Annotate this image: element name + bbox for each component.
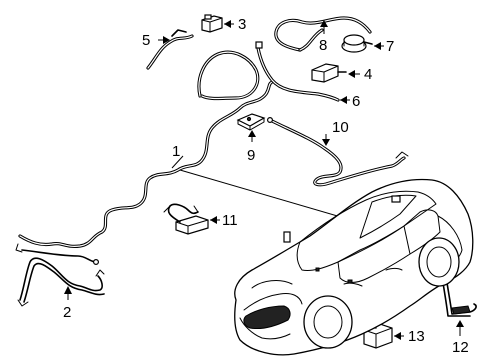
callout-5: 5 <box>142 32 150 49</box>
callout-10-arrow <box>322 139 330 146</box>
part-11-sensor <box>163 203 209 235</box>
callout-1-leader <box>171 155 184 169</box>
callout-3-arrow <box>224 20 231 28</box>
callout-4: 4 <box>364 66 372 83</box>
callout-10: 10 <box>332 119 349 136</box>
part-7-round-sensor <box>341 34 373 53</box>
part-4-module <box>311 63 347 83</box>
callout-2-arrow <box>64 286 72 294</box>
callout-7: 7 <box>386 38 394 55</box>
part-10-harness <box>267 116 409 187</box>
callout-7-arrow <box>374 42 381 50</box>
callout-5-arrow <box>163 36 170 44</box>
callout-1: 1 <box>172 143 180 160</box>
callout-3: 3 <box>238 16 246 33</box>
callout-8: 8 <box>319 37 327 54</box>
callout-8-arrow <box>320 20 328 27</box>
callout-6: 6 <box>352 93 360 110</box>
part-5-cable <box>146 29 194 70</box>
callout-11: 11 <box>222 212 238 229</box>
part-3-module <box>201 14 223 33</box>
part-8-harness <box>274 16 372 52</box>
part-9-module <box>236 113 266 131</box>
callout-9: 9 <box>247 147 255 164</box>
vehicle-illustration <box>234 178 474 356</box>
part-2-harness <box>17 257 105 307</box>
callout-12: 12 <box>452 339 469 356</box>
callout-13: 13 <box>408 328 425 345</box>
callout-13-arrow <box>394 332 401 340</box>
part-1-main-harness <box>15 80 274 266</box>
part-1-to-car-leader <box>179 169 359 223</box>
callout-4-arrow <box>348 70 355 78</box>
part-6-loop-harness <box>197 41 340 102</box>
callout-2: 2 <box>63 304 71 321</box>
callout-9-arrow <box>248 130 256 137</box>
callout-12-arrow <box>456 320 464 327</box>
callout-11-arrow <box>210 216 217 224</box>
callout-6-arrow <box>340 96 347 104</box>
